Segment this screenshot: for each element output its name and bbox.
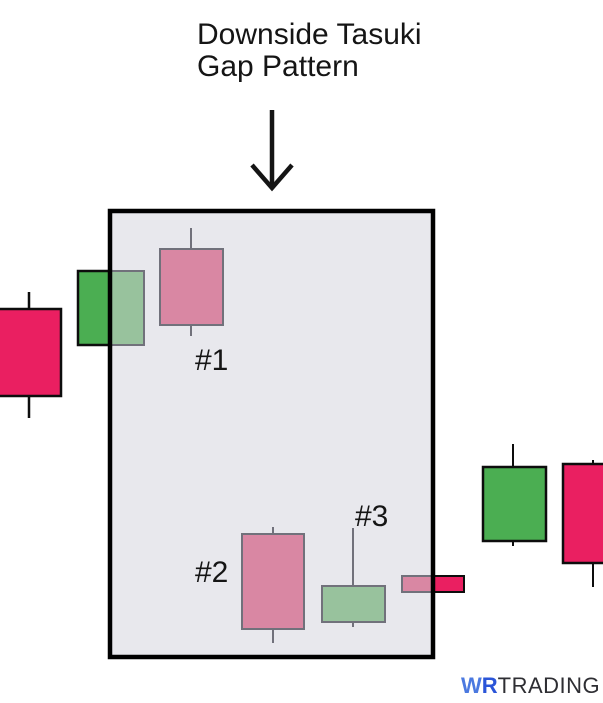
logo-r: R (482, 673, 498, 698)
logo-w: W (461, 673, 482, 698)
candle-straddle-right-muted-body (401, 575, 434, 593)
candle-outside-right-bearish (561, 460, 603, 587)
down-arrow-icon (250, 110, 294, 192)
candle-3 (321, 528, 386, 627)
pattern-box-border (107, 208, 436, 660)
candle-outside-right-bullish-body (481, 465, 548, 543)
candle-outside-right-bearish-body (561, 462, 603, 565)
candle-2 (241, 527, 305, 643)
candle-straddle-left-muted-body (110, 270, 145, 346)
candle-straddle-left-bright-body (76, 269, 113, 347)
logo-trading: TRADING (498, 673, 601, 698)
candle-1 (159, 228, 224, 336)
title-line-1: Downside Tasuki (197, 18, 422, 51)
candle-straddle-right-bright-body (432, 575, 465, 593)
candle-outside-right-bullish (481, 444, 548, 546)
candle-1-label: #1 (195, 344, 228, 377)
candle-3-body (321, 585, 386, 623)
candle-outside-left-body (0, 307, 63, 398)
arrow-head (250, 163, 294, 192)
candle-3-label: #3 (355, 500, 388, 533)
candle-straddle-right (401, 575, 465, 593)
candle-2-label: #2 (195, 556, 228, 589)
title-line-2: Gap Pattern (197, 50, 359, 83)
logo: WRTRADING (461, 673, 600, 698)
candle-1-body (159, 248, 224, 326)
candle-outside-left (0, 292, 63, 418)
candle-2-body (241, 533, 305, 630)
